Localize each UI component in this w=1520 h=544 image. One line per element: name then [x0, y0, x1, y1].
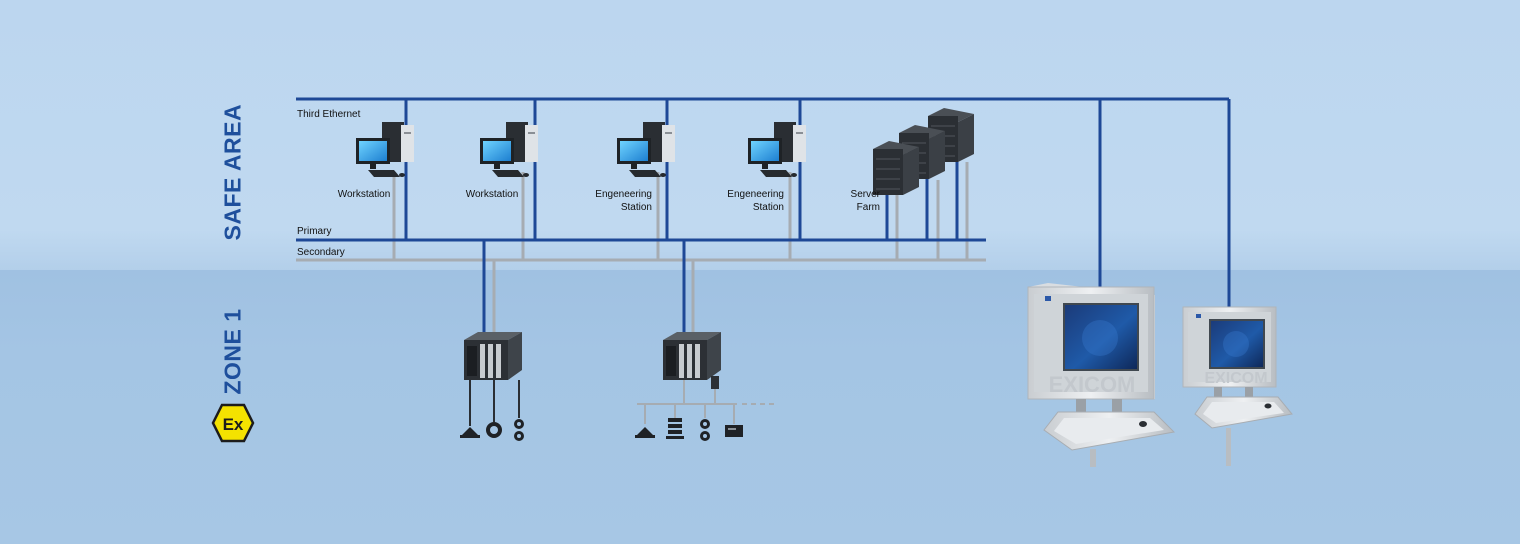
field-device-icon: [725, 425, 743, 437]
field-device-icon: [514, 419, 524, 441]
engineering-station-1: [617, 122, 675, 177]
server-farm-label: Server Farm: [850, 189, 880, 213]
workstation-2-label: Workstation: [465, 189, 519, 200]
server-rack-icon: [873, 141, 919, 195]
field-device-icon: [460, 427, 480, 438]
third-ethernet-label: Third Ethernet: [297, 109, 361, 120]
workstation-2: [480, 122, 538, 177]
field-device-icon: [635, 427, 655, 438]
field-device-icon: [486, 422, 502, 438]
server-farm: [873, 108, 974, 195]
remote-io-module-icon: [663, 332, 721, 380]
pc-workstation-icon: [617, 122, 675, 177]
hmi-panel-2: EXICOM: [1182, 306, 1293, 466]
fieldbus-coupler-icon: [711, 376, 719, 389]
engineering-station-2-label: Engeneering Station: [727, 189, 784, 213]
pc-workstation-icon: [356, 122, 414, 177]
remote-io-1: [460, 332, 524, 441]
panel-brand-text: EXICOM: [1049, 372, 1136, 397]
ex-symbol-text: Ex: [223, 415, 244, 434]
safe-area-label: SAFE AREA: [219, 103, 246, 241]
zone1-label: ZONE 1: [219, 308, 246, 395]
ex-hazard-icon: Ex: [211, 403, 255, 443]
panel-brand-text: EXICOM: [1204, 370, 1267, 387]
hmi-panel-pc-icon: [1182, 306, 1293, 466]
secondary-label: Secondary: [297, 247, 345, 258]
third-ethernet-network: [296, 97, 1231, 308]
field-device-icon: [666, 418, 684, 439]
primary-network: [296, 160, 986, 340]
remote-io-2: [635, 332, 774, 441]
engineering-station-2: [748, 122, 806, 177]
engineering-station-1-label: Engeneering Station: [595, 189, 652, 213]
hmi-panel-1: EXICOM: [1027, 283, 1176, 467]
primary-label: Primary: [297, 226, 332, 237]
pc-workstation-icon: [748, 122, 806, 177]
secondary-network: [296, 162, 986, 338]
workstation-1: [356, 122, 414, 177]
hmi-panel-pc-icon: [1027, 283, 1176, 467]
remote-io-module-icon: [464, 332, 522, 380]
pc-workstation-icon: [480, 122, 538, 177]
field-device-icon: [700, 419, 710, 441]
workstation-1-label: Workstation: [337, 189, 391, 200]
safe-area-background: [0, 0, 1520, 270]
